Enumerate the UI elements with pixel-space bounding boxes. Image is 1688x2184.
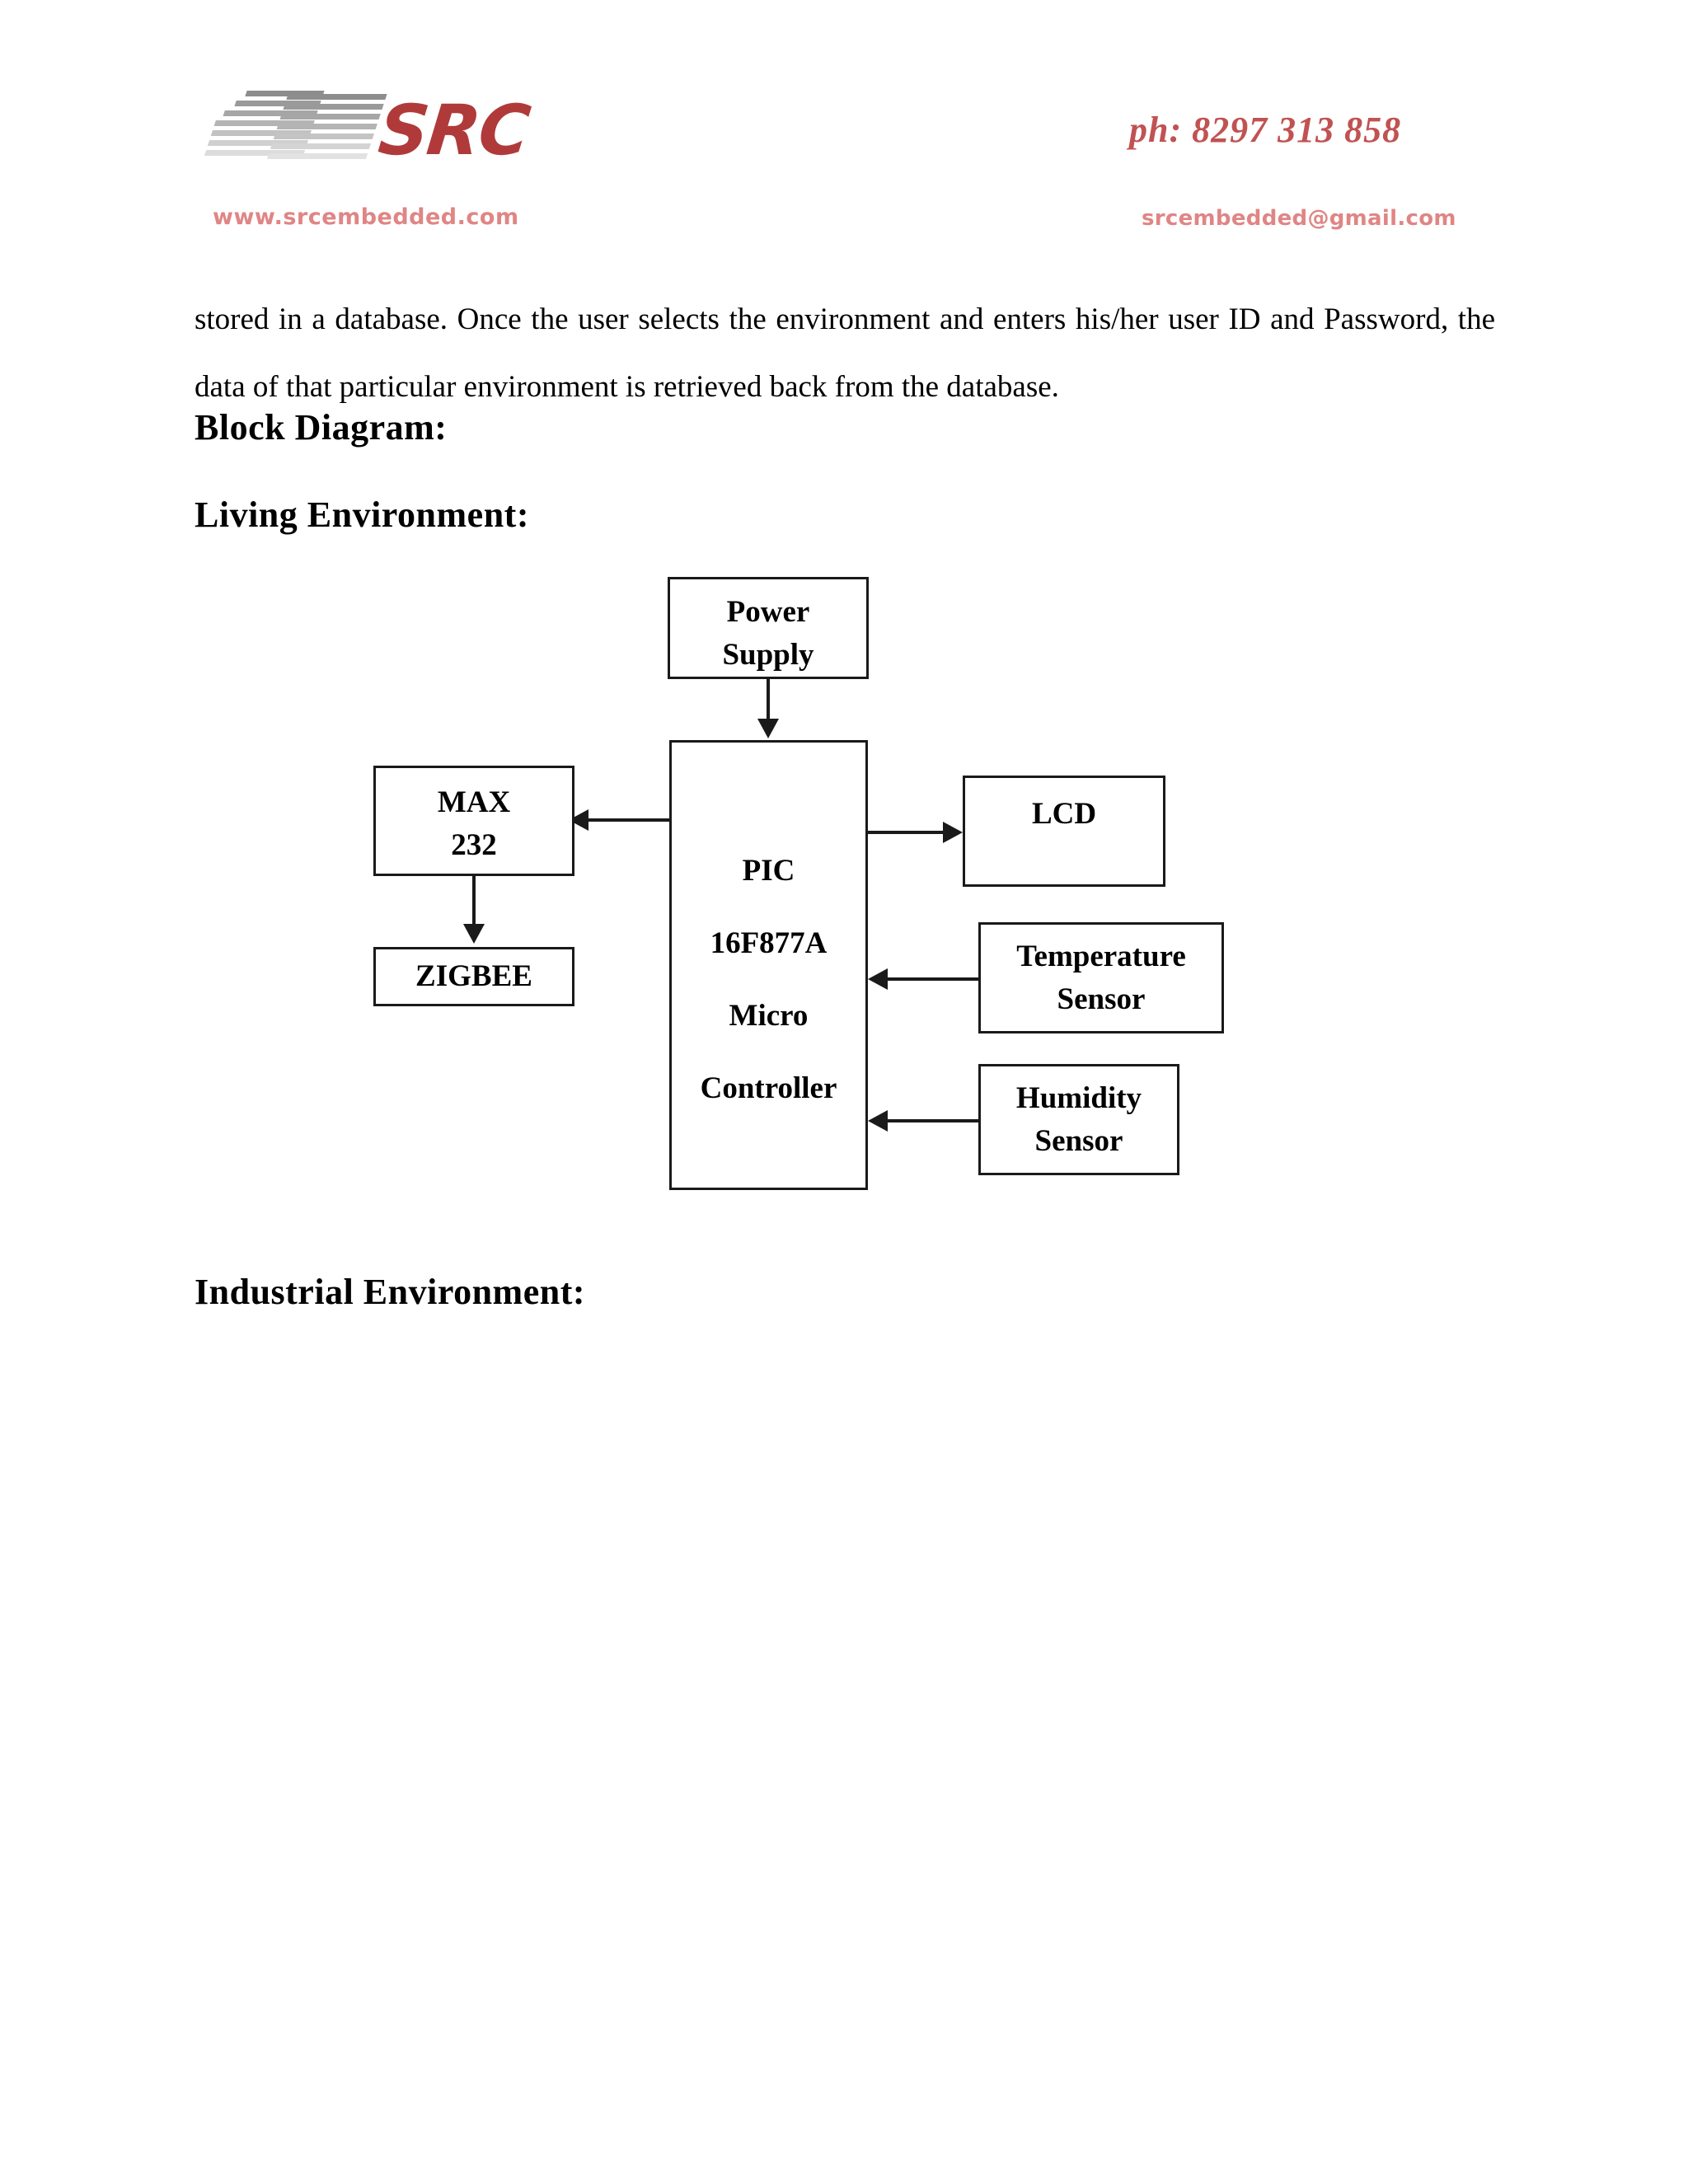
edge-temperature-to-pic: [886, 977, 980, 981]
block-power-supply: Power Supply: [668, 577, 869, 679]
block-humidity-line1: Humidity: [1015, 1080, 1142, 1115]
block-power-supply-line2: Supply: [722, 638, 814, 672]
heading-living-environment: Living Environment:: [195, 494, 529, 535]
block-humidity-sensor: Humidity Sensor: [978, 1064, 1179, 1175]
block-temperature-line1: Temperature: [1016, 939, 1186, 973]
heading-industrial-environment: Industrial Environment:: [195, 1271, 585, 1312]
block-temperature-line2: Sensor: [1057, 982, 1146, 1016]
email-address-text: srcembedded@gmail.com: [1142, 206, 1456, 231]
edge-max232-to-zigbee: [472, 876, 476, 926]
heading-block-diagram: Block Diagram:: [195, 406, 448, 448]
block-pic-line4: Controller: [700, 1071, 837, 1105]
page-header: SRC www.srcembedded.com ph: 8297 313 858…: [0, 0, 1688, 247]
block-zigbee-label: ZIGBEE: [415, 959, 532, 993]
block-pic-line3: Micro: [729, 999, 809, 1033]
arrowhead-pic-to-lcd: [943, 822, 963, 843]
block-pic-line2: 16F877A: [710, 926, 828, 960]
intro-paragraph: stored in a database. Once the user sele…: [195, 302, 1495, 404]
block-lcd: LCD: [963, 776, 1165, 887]
edge-power-supply-to-pic: [767, 679, 770, 722]
edge-pic-to-max232: [587, 818, 671, 822]
block-pic-microcontroller: PIC 16F877A Micro Controller: [669, 740, 868, 1190]
arrowhead-power-supply-to-pic: [757, 719, 779, 738]
block-max232-line1: MAX: [437, 785, 511, 819]
arrowhead-humidity-to-pic: [868, 1110, 888, 1132]
phone-number-text: ph: 8297 313 858: [1129, 110, 1402, 150]
block-power-supply-line1: Power: [726, 595, 810, 629]
block-zigbee: ZIGBEE: [373, 947, 574, 1006]
block-pic-line1: PIC: [742, 854, 795, 888]
block-lcd-label: LCD: [1031, 797, 1097, 831]
block-max232: MAX 232: [373, 766, 574, 876]
site-url-text: www.srcembedded.com: [213, 204, 519, 230]
edge-humidity-to-pic: [886, 1119, 980, 1122]
edge-pic-to-lcd: [868, 831, 945, 834]
arrowhead-temperature-to-pic: [868, 968, 888, 990]
block-temperature-sensor: Temperature Sensor: [978, 922, 1224, 1033]
block-max232-line2: 232: [451, 828, 497, 862]
block-humidity-line2: Sensor: [1034, 1123, 1123, 1158]
arrowhead-max232-to-zigbee: [463, 924, 485, 944]
